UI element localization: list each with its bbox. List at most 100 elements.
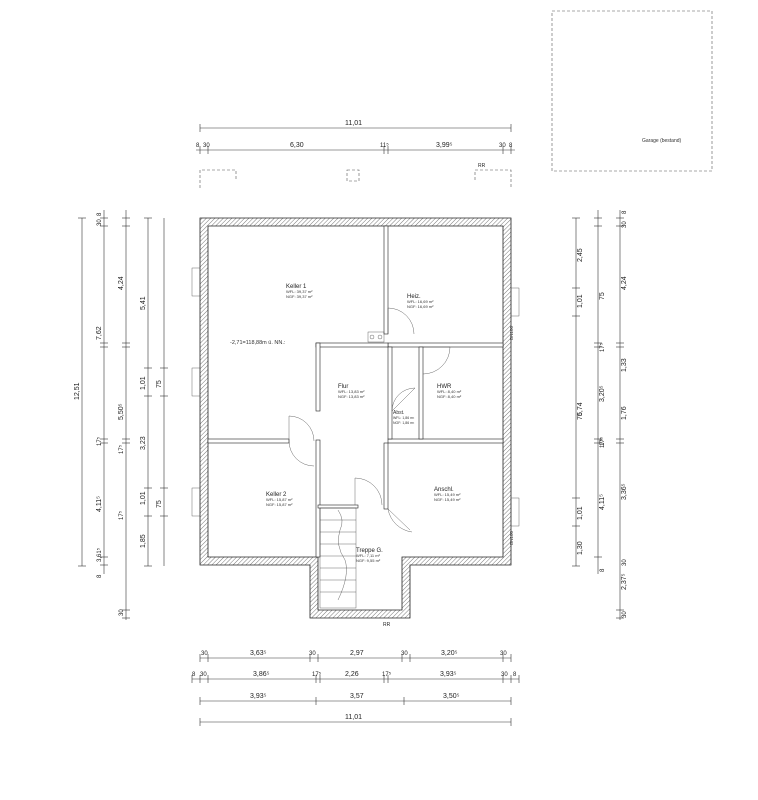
dim-left-inner: 75 xyxy=(156,500,163,508)
room-abst: Abst. WFL: 1,86 m² NGF: 1,86 m² xyxy=(393,410,415,425)
dim-bottom-row1: 30 xyxy=(401,651,408,657)
dim-right: 1,01 xyxy=(577,506,584,520)
dim-bottom-row2: 8 xyxy=(513,672,517,678)
door-swings xyxy=(288,307,451,533)
room-name: Treppe G. xyxy=(356,548,383,554)
room-treppe: Treppe G. WFL: 7,11 m² NGF: 9,55 m² xyxy=(356,548,383,563)
dim-right: 8 xyxy=(600,568,606,572)
room-wfl: WFL: 8,40 m² xyxy=(437,389,462,394)
dim-right: 1,30 xyxy=(577,541,584,555)
dn-label: DN100 xyxy=(509,325,514,340)
wall-keller-divider xyxy=(207,438,290,444)
overhang-markers xyxy=(199,169,512,188)
room-ngf: NGF: 15,49 m² xyxy=(434,497,461,502)
window-icon xyxy=(191,267,201,297)
dim-left-inner: 1,01 xyxy=(140,491,147,505)
dim-bottom-row2: 2,26 xyxy=(345,671,359,678)
dim-bottom-row2: 17⁵ xyxy=(312,671,322,678)
dim-left-mid2: 30 xyxy=(119,609,125,616)
dim-left-mid: 8 xyxy=(97,574,103,578)
fixture-icon xyxy=(367,331,385,343)
dim-right: 30 xyxy=(622,559,628,566)
dim-bottom-row3: 3,50⁵ xyxy=(443,693,460,700)
dim-right: 1,76 xyxy=(621,406,628,420)
garage-label: Garage (bestand) xyxy=(642,138,682,144)
dim-right: 17⁵ xyxy=(599,436,606,446)
dim-bottom-row1: 30 xyxy=(309,651,316,657)
dim-left-mid2: 4,24 xyxy=(118,276,125,290)
dim-bottom-row2: 30 xyxy=(200,672,207,678)
room-name: Keller 1 xyxy=(286,284,307,290)
dim-right: 75 xyxy=(599,292,606,300)
room-ngf: NGF: 9,55 m² xyxy=(356,558,381,563)
dim-right: 4,24 xyxy=(621,276,628,290)
dim-right: 1,01 xyxy=(577,294,584,308)
dim-bottom-row3: 3,57 xyxy=(350,693,364,700)
wall-flur-left-upper xyxy=(315,342,321,412)
dim-left-outer: 12,51 xyxy=(74,382,81,400)
dim-bottom-row2: 30 xyxy=(501,672,508,678)
dim-right: 30 xyxy=(622,221,628,228)
dim-left-mid: 3,61⁵ xyxy=(96,547,103,562)
room-name: Heiz. xyxy=(407,294,421,300)
dim-bottom-row3: 3,93⁵ xyxy=(250,693,267,700)
level-note: -2,71=118,88m ü. NN.: xyxy=(230,340,286,346)
dim-overall-top: 11,01 xyxy=(345,120,362,127)
dim-top: 8 xyxy=(509,143,513,149)
room-wfl: WFL: 7,11 m² xyxy=(356,553,381,558)
room-name: HWR xyxy=(437,384,452,390)
dim-top: 11⁵ xyxy=(380,142,389,149)
wall-keller1-heiz xyxy=(383,225,389,335)
rr-top-label: RR xyxy=(478,163,486,169)
wall-heiz-hwr xyxy=(387,342,504,348)
room-name: Keller 2 xyxy=(266,492,287,498)
dim-bottom-row2: 3,86⁵ xyxy=(253,671,270,678)
dim-left-mid: 4,11⁵ xyxy=(96,496,103,512)
dim-overall-bottom: 11,01 xyxy=(345,714,362,721)
room-name: Flur xyxy=(338,384,348,390)
window-icon xyxy=(510,287,520,317)
room-ngf: NGF: 16,69 m² xyxy=(407,304,434,309)
room-wfl: WFL: 1,86 m² xyxy=(393,416,415,420)
room-hwr: HWR WFL: 8,40 m² NGF: 8,40 m² xyxy=(437,384,462,399)
dim-bottom-row2: 8 xyxy=(192,672,196,678)
dim-right: 17⁵ xyxy=(599,342,606,352)
dim-top: 6,30 xyxy=(290,142,304,149)
wall-stair-top xyxy=(317,504,359,509)
dim-right: 75 xyxy=(577,412,584,420)
dim-left-mid2: 5,50⁵ xyxy=(118,403,125,420)
fixture-icon xyxy=(377,334,383,340)
outer-walls xyxy=(199,217,512,619)
window-icon xyxy=(191,367,201,397)
dim-right: 4,11⁵ xyxy=(599,494,606,510)
staircase xyxy=(319,507,357,609)
room-ngf: NGF: 1,86 m² xyxy=(393,421,415,425)
dim-left-inner: 3,23 xyxy=(140,436,147,450)
dim-left-inner: 1,01 xyxy=(140,376,147,390)
dim-right: 2,37⁵ xyxy=(621,573,628,590)
dim-bottom-row1: 3,20⁵ xyxy=(441,650,458,657)
dim-bottom-row1: 2,97 xyxy=(350,650,364,657)
wall-flur-top xyxy=(315,342,389,348)
dim-right: 6,74 xyxy=(577,402,584,416)
room-anschl: Anschl. WFL: 15,49 m² NGF: 15,49 m² xyxy=(434,487,461,502)
dim-left-mid: 17⁵ xyxy=(96,436,103,446)
wall-hwr-anschl xyxy=(387,438,504,444)
dim-top: 30 xyxy=(499,143,506,149)
room-keller1: Keller 1 WFL: 39,37 m² NGF: 39,37 m² xyxy=(286,284,313,299)
dim-right: 30 xyxy=(622,611,628,618)
dimensions-right: 2,45 1,01 6,74 1,01 1,30 75 17⁵ 3,20⁵ 17… xyxy=(572,210,628,620)
dim-left-inner: 75 xyxy=(156,380,163,388)
room-ngf: NGF: 15,87 m² xyxy=(266,502,293,507)
dim-top: 8 xyxy=(196,143,200,149)
dim-bottom-row1: 30 xyxy=(500,651,507,657)
dim-right: 3,36⁵ xyxy=(621,483,628,500)
dim-right: 2,45 xyxy=(577,248,584,262)
dim-right: 1,33 xyxy=(621,358,628,372)
window-icon xyxy=(191,487,201,517)
room-wfl: WFL: 39,37 m² xyxy=(286,289,313,294)
garage-outline: Garage (bestand) xyxy=(551,10,713,172)
room-heiz: Heiz. WFL: 16,69 m² NGF: 16,69 m² xyxy=(407,294,434,309)
room-ngf: NGF: 13,83 m² xyxy=(338,394,365,399)
